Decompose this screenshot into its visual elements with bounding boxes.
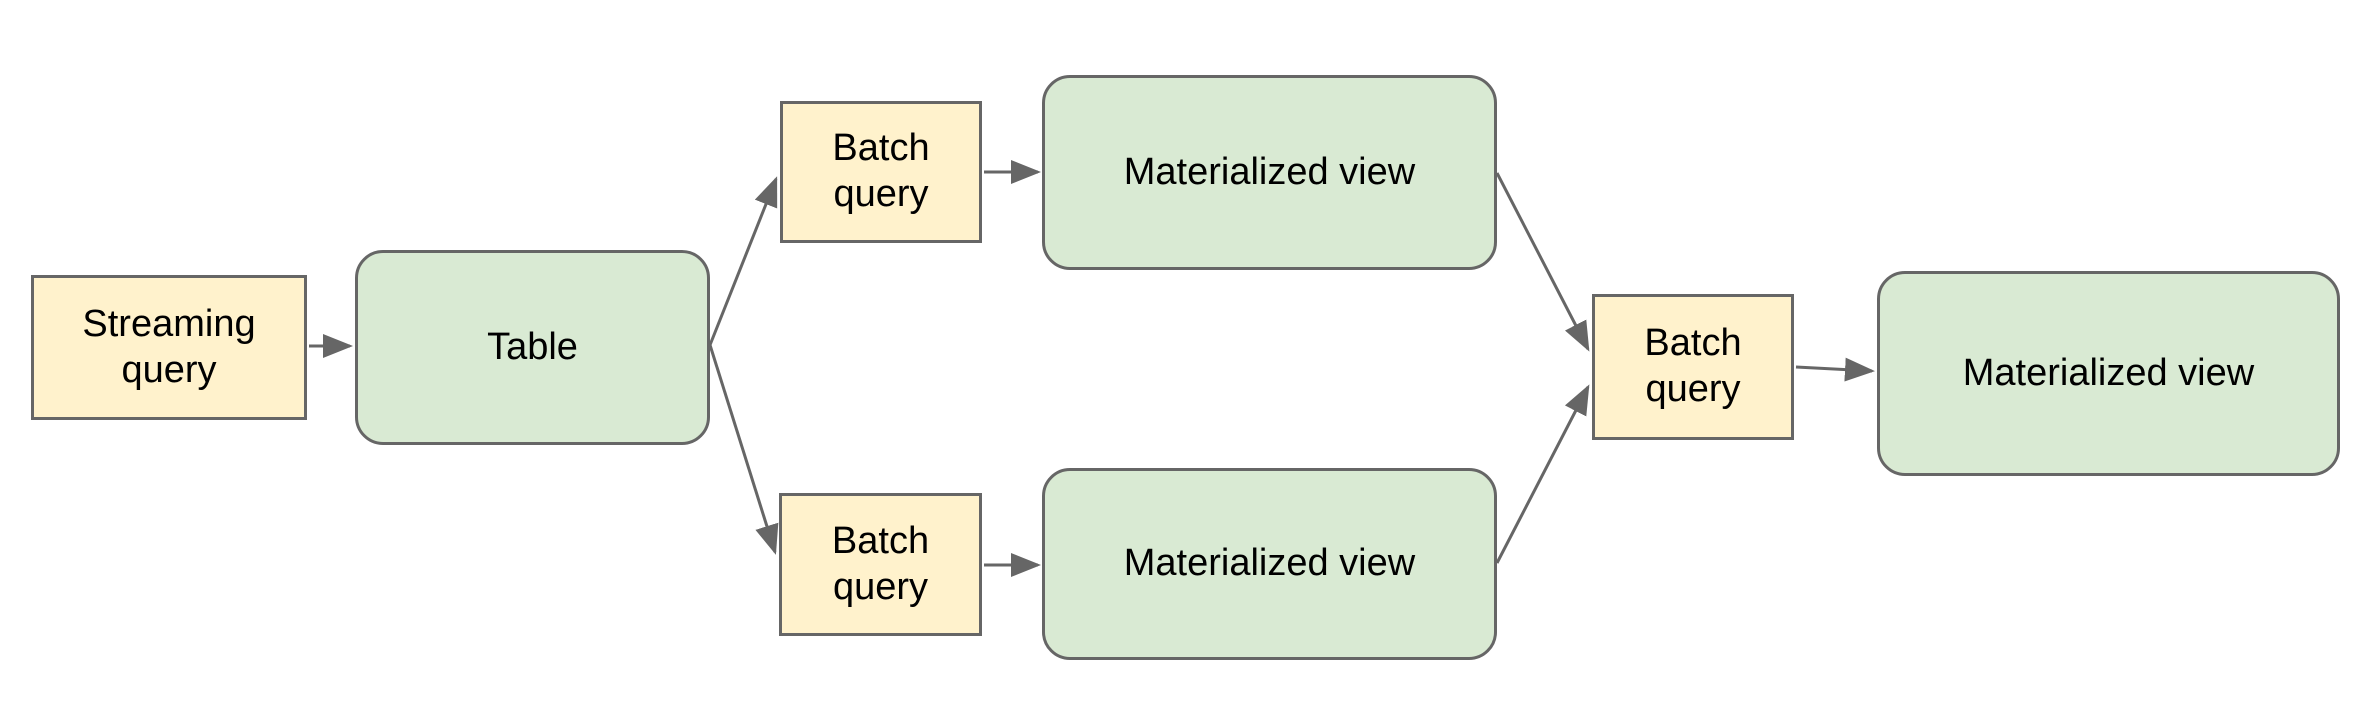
node-materialized-view-top: Materialized view <box>1042 75 1497 270</box>
arrow-materialized-view-bottom-to-batch-query-right <box>1495 384 1590 564</box>
arrow-batch-query-right-to-materialized-view-right <box>1795 357 1875 382</box>
node-batch-query-top: Batch query <box>780 101 982 243</box>
node-batch-query-bottom: Batch query <box>779 493 982 636</box>
arrow-table-to-batch-query-bottom <box>708 344 779 555</box>
node-materialized-view-right: Materialized view <box>1877 271 2340 476</box>
arrow-materialized-view-top-to-batch-query-right <box>1495 172 1590 352</box>
arrow-table-to-batch-query-top <box>708 176 778 346</box>
node-table: Table <box>355 250 710 445</box>
node-streaming-query: Streaming query <box>31 275 307 420</box>
node-batch-query-right: Batch query <box>1592 294 1794 440</box>
node-materialized-view-bottom: Materialized view <box>1042 468 1497 660</box>
